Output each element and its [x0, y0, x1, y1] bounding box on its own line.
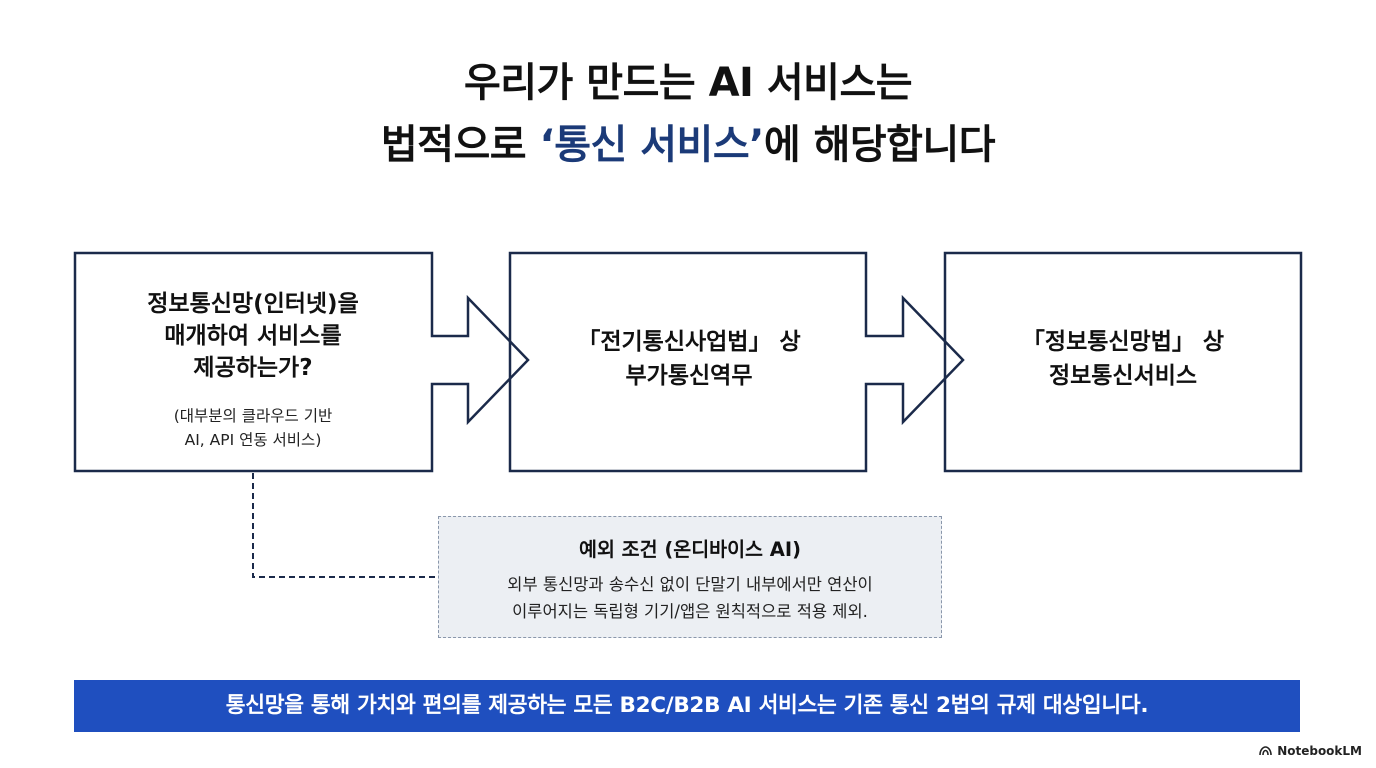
- box-3-line-2: 정보통신서비스: [1048, 363, 1198, 389]
- box-1-outline: [73, 251, 530, 473]
- exception-box: 예외 조건 (온디바이스 AI) 외부 통신망과 송수신 없이 단말기 내부에서…: [438, 516, 942, 638]
- box-2-text: 「전기통신사업법」 상 부가통신역무: [514, 325, 864, 393]
- brand-watermark: NotebookLM: [1259, 744, 1362, 758]
- slide-title: 우리가 만드는 AI 서비스는 법적으로 ‘통신 서비스’에 해당합니다: [0, 52, 1376, 176]
- box-1-note-line-2: AI, API 연동 서비스): [184, 431, 322, 449]
- box-1-line-1: 정보통신망(인터넷)을: [147, 291, 359, 317]
- box-1-note: (대부분의 클라우드 기반 AI, API 연동 서비스): [78, 404, 428, 452]
- exception-desc-line-1: 외부 통신망과 송수신 없이 단말기 내부에서만 연산이: [507, 575, 873, 594]
- notebooklm-logo-icon: [1259, 746, 1272, 756]
- box-1-line-2: 매개하여 서비스를: [164, 323, 342, 349]
- box-2-line-2: 부가통신역무: [625, 363, 753, 389]
- exception-description: 외부 통신망과 송수신 없이 단말기 내부에서만 연산이 이루어지는 독립형 기…: [439, 571, 941, 625]
- exception-title: 예외 조건 (온디바이스 AI): [579, 538, 801, 561]
- box-3-outline: [943, 251, 1303, 473]
- box-3-line-1: 「정보통신망법」 상: [1021, 329, 1225, 355]
- box-2-line-1: 「전기통신사업법」 상: [577, 329, 801, 355]
- box-3-text: 「정보통신망법」 상 정보통신서비스: [948, 325, 1298, 393]
- exception-connector: [252, 473, 437, 578]
- title-line-1: 우리가 만드는 AI 서비스는: [463, 60, 913, 106]
- box-1-note-line-1: (대부분의 클라우드 기반: [173, 407, 333, 425]
- box-1-line-3: 제공하는가?: [193, 355, 313, 381]
- box-2-outline: [508, 251, 965, 473]
- brand-label: NotebookLM: [1277, 744, 1362, 758]
- conclusion-banner: 통신망을 통해 가치와 편의를 제공하는 모든 B2C/B2B AI 서비스는 …: [74, 680, 1300, 732]
- title-highlight: ‘통신 서비스’: [539, 122, 765, 168]
- title-line-2: 법적으로 ‘통신 서비스’에 해당합니다: [0, 114, 1376, 176]
- box-1-question: 정보통신망(인터넷)을 매개하여 서비스를 제공하는가?: [78, 288, 428, 384]
- title-line-2-suffix: 에 해당합니다: [763, 122, 996, 168]
- exception-desc-line-2: 이루어지는 독립형 기기/앱은 원칙적으로 적용 제외.: [512, 602, 868, 621]
- title-line-2-prefix: 법적으로: [380, 122, 540, 168]
